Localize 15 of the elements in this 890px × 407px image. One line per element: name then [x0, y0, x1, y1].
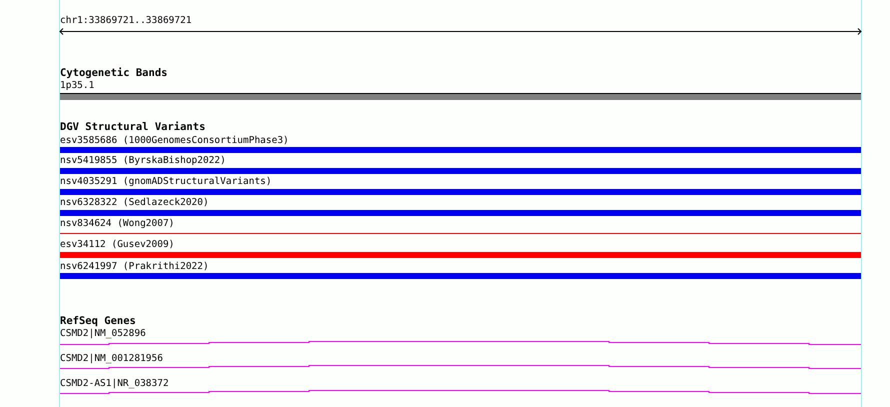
track-heading: RefSeq Genes	[60, 316, 136, 327]
track-heading: Cytogenetic Bands	[60, 68, 168, 79]
track-heading: DGV Structural Variants	[60, 122, 206, 133]
variant-label: nsv4035291 (gnomADStructuralVariants)	[60, 176, 272, 187]
coordinate-range: chr1:33869721..33869721	[60, 15, 192, 26]
variant-label: nsv6328322 (Sedlazeck2020)	[60, 197, 209, 208]
gene-label: CSMD2|NM_052896	[60, 328, 146, 339]
gene-label: CSMD2-AS1|NR_038372	[60, 378, 169, 389]
variant-label: nsv6241997 (Prakrithi2022)	[60, 261, 209, 272]
variant-label: esv34112 (Gusev2009)	[60, 239, 174, 250]
gene-label: CSMD2|NM_001281956	[60, 353, 163, 364]
variant-label: esv3585686 (1000GenomesConsortiumPhase3)	[60, 135, 289, 146]
variant-label: nsv834624 (Wong2007)	[60, 218, 174, 229]
band-label: 1p35.1	[60, 80, 94, 91]
variant-label: nsv5419855 (ByrskaBishop2022)	[60, 155, 226, 166]
